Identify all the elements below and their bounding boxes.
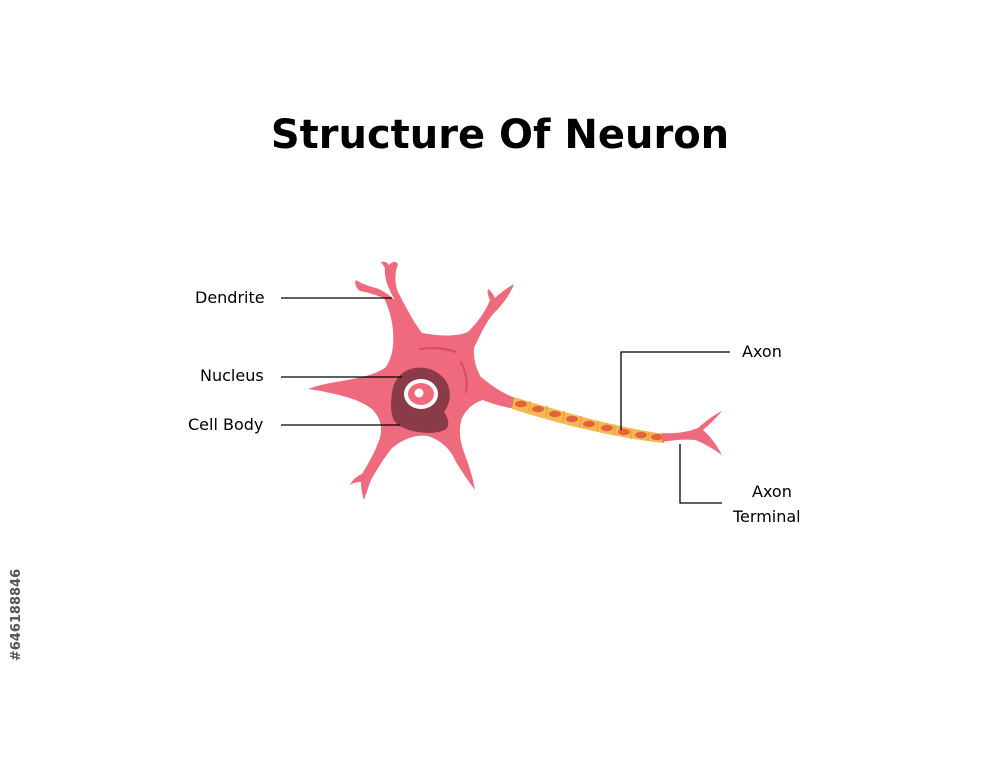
axon-hillock <box>477 377 518 404</box>
nucleolus <box>414 388 424 398</box>
nucleus <box>391 367 450 433</box>
axon-terminal-leader-line <box>679 444 722 504</box>
axon-leader-line <box>620 351 730 430</box>
stock-id-watermark: #646188846 <box>9 569 24 661</box>
label-axon: Axon <box>742 342 782 361</box>
axon-terminal-shape <box>662 411 722 455</box>
label-dendrite: Dendrite <box>195 288 265 307</box>
label-axon-terminal-line1: Axon <box>752 482 792 501</box>
stock-id-text: #646188846 <box>9 569 24 661</box>
myelin-nodes <box>515 400 663 441</box>
cell-membrane-detail-2 <box>460 361 468 393</box>
myelin-segment-lines <box>528 400 650 442</box>
label-nucleus: Nucleus <box>200 366 264 385</box>
label-cell-body: Cell Body <box>188 415 264 434</box>
leader-lines <box>281 297 730 504</box>
axon <box>477 377 664 443</box>
label-axon-terminal-line2: Terminal <box>733 507 801 526</box>
cell-membrane-detail <box>419 347 457 353</box>
page-title: Structure Of Neuron <box>270 112 730 158</box>
